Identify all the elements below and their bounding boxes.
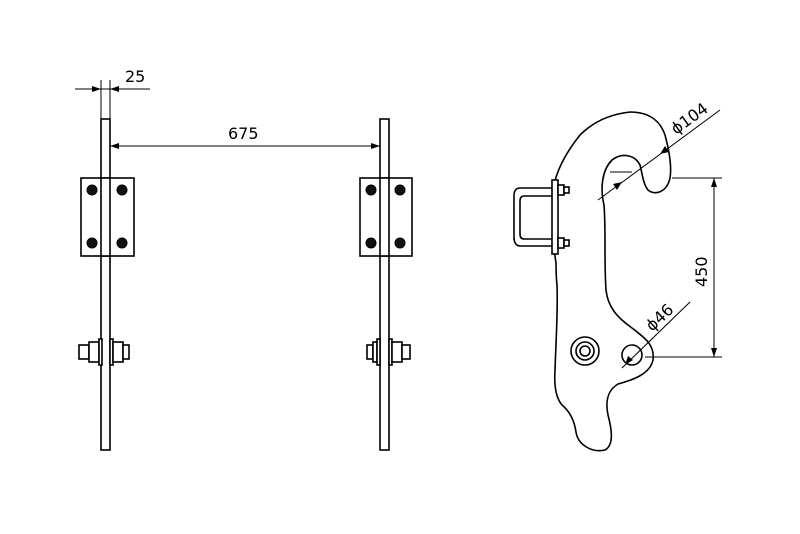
left-bracket-bolt-icon — [86, 237, 98, 249]
left-plate-assembly — [78, 118, 135, 451]
hook-part — [513, 111, 672, 452]
left-bracket-bolt-icon — [86, 184, 98, 196]
left-bracket-bolt-icon — [116, 237, 128, 249]
hook-large-bolt-icon — [570, 336, 600, 366]
left-bracket-bolt-icon — [116, 184, 128, 196]
hook-body — [551, 111, 672, 452]
hook-pin-hole — [621, 344, 643, 366]
dimension-plate-thickness: 25 — [75, 67, 150, 119]
pin-diameter-label: ϕ46 — [642, 300, 678, 335]
right-bracket-bolt-icon — [365, 237, 377, 249]
hook-bracket — [513, 179, 570, 255]
spacing-label: 675 — [228, 124, 259, 143]
thickness-label: 25 — [125, 67, 145, 86]
left-vertical-plate — [100, 118, 111, 451]
right-side-bolt-icon — [366, 338, 411, 366]
right-vertical-plate — [379, 118, 390, 451]
height-label: 450 — [692, 256, 711, 287]
dimension-plate-spacing: 675 — [110, 124, 380, 149]
right-plate-overlap — [379, 177, 390, 257]
right-bracket-bolt-icon — [365, 184, 377, 196]
right-plate-assembly — [359, 118, 413, 451]
right-bracket-bolt-icon — [394, 184, 406, 196]
right-bracket-bolt-icon — [394, 237, 406, 249]
dimension-height: 450 — [645, 177, 722, 358]
left-plate-overlap — [100, 177, 111, 257]
left-side-bolt-icon — [78, 338, 130, 366]
